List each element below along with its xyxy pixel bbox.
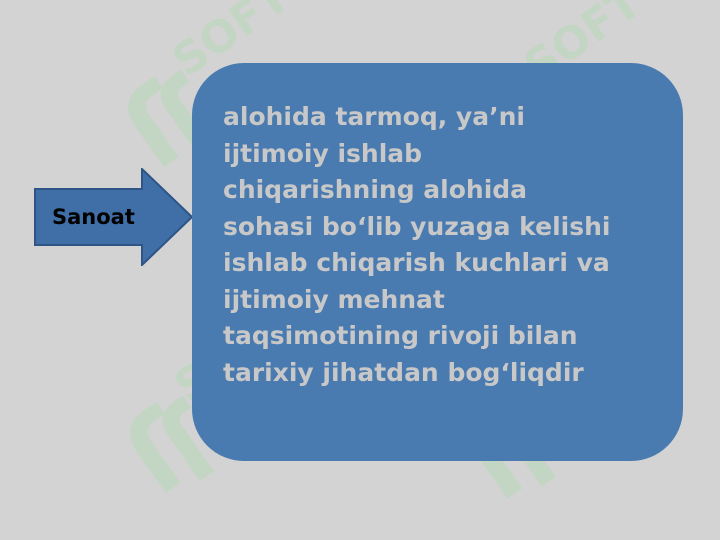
definition-box: alohida tarmoq, ya’ni ijtimoiy ishlab ch… xyxy=(192,63,683,461)
sanoat-arrow: Sanoat xyxy=(34,168,194,266)
definition-text: alohida tarmoq, ya’ni ijtimoiy ishlab ch… xyxy=(223,102,611,387)
arrow-label: Sanoat xyxy=(52,205,135,229)
arrow-right-icon xyxy=(34,168,194,266)
